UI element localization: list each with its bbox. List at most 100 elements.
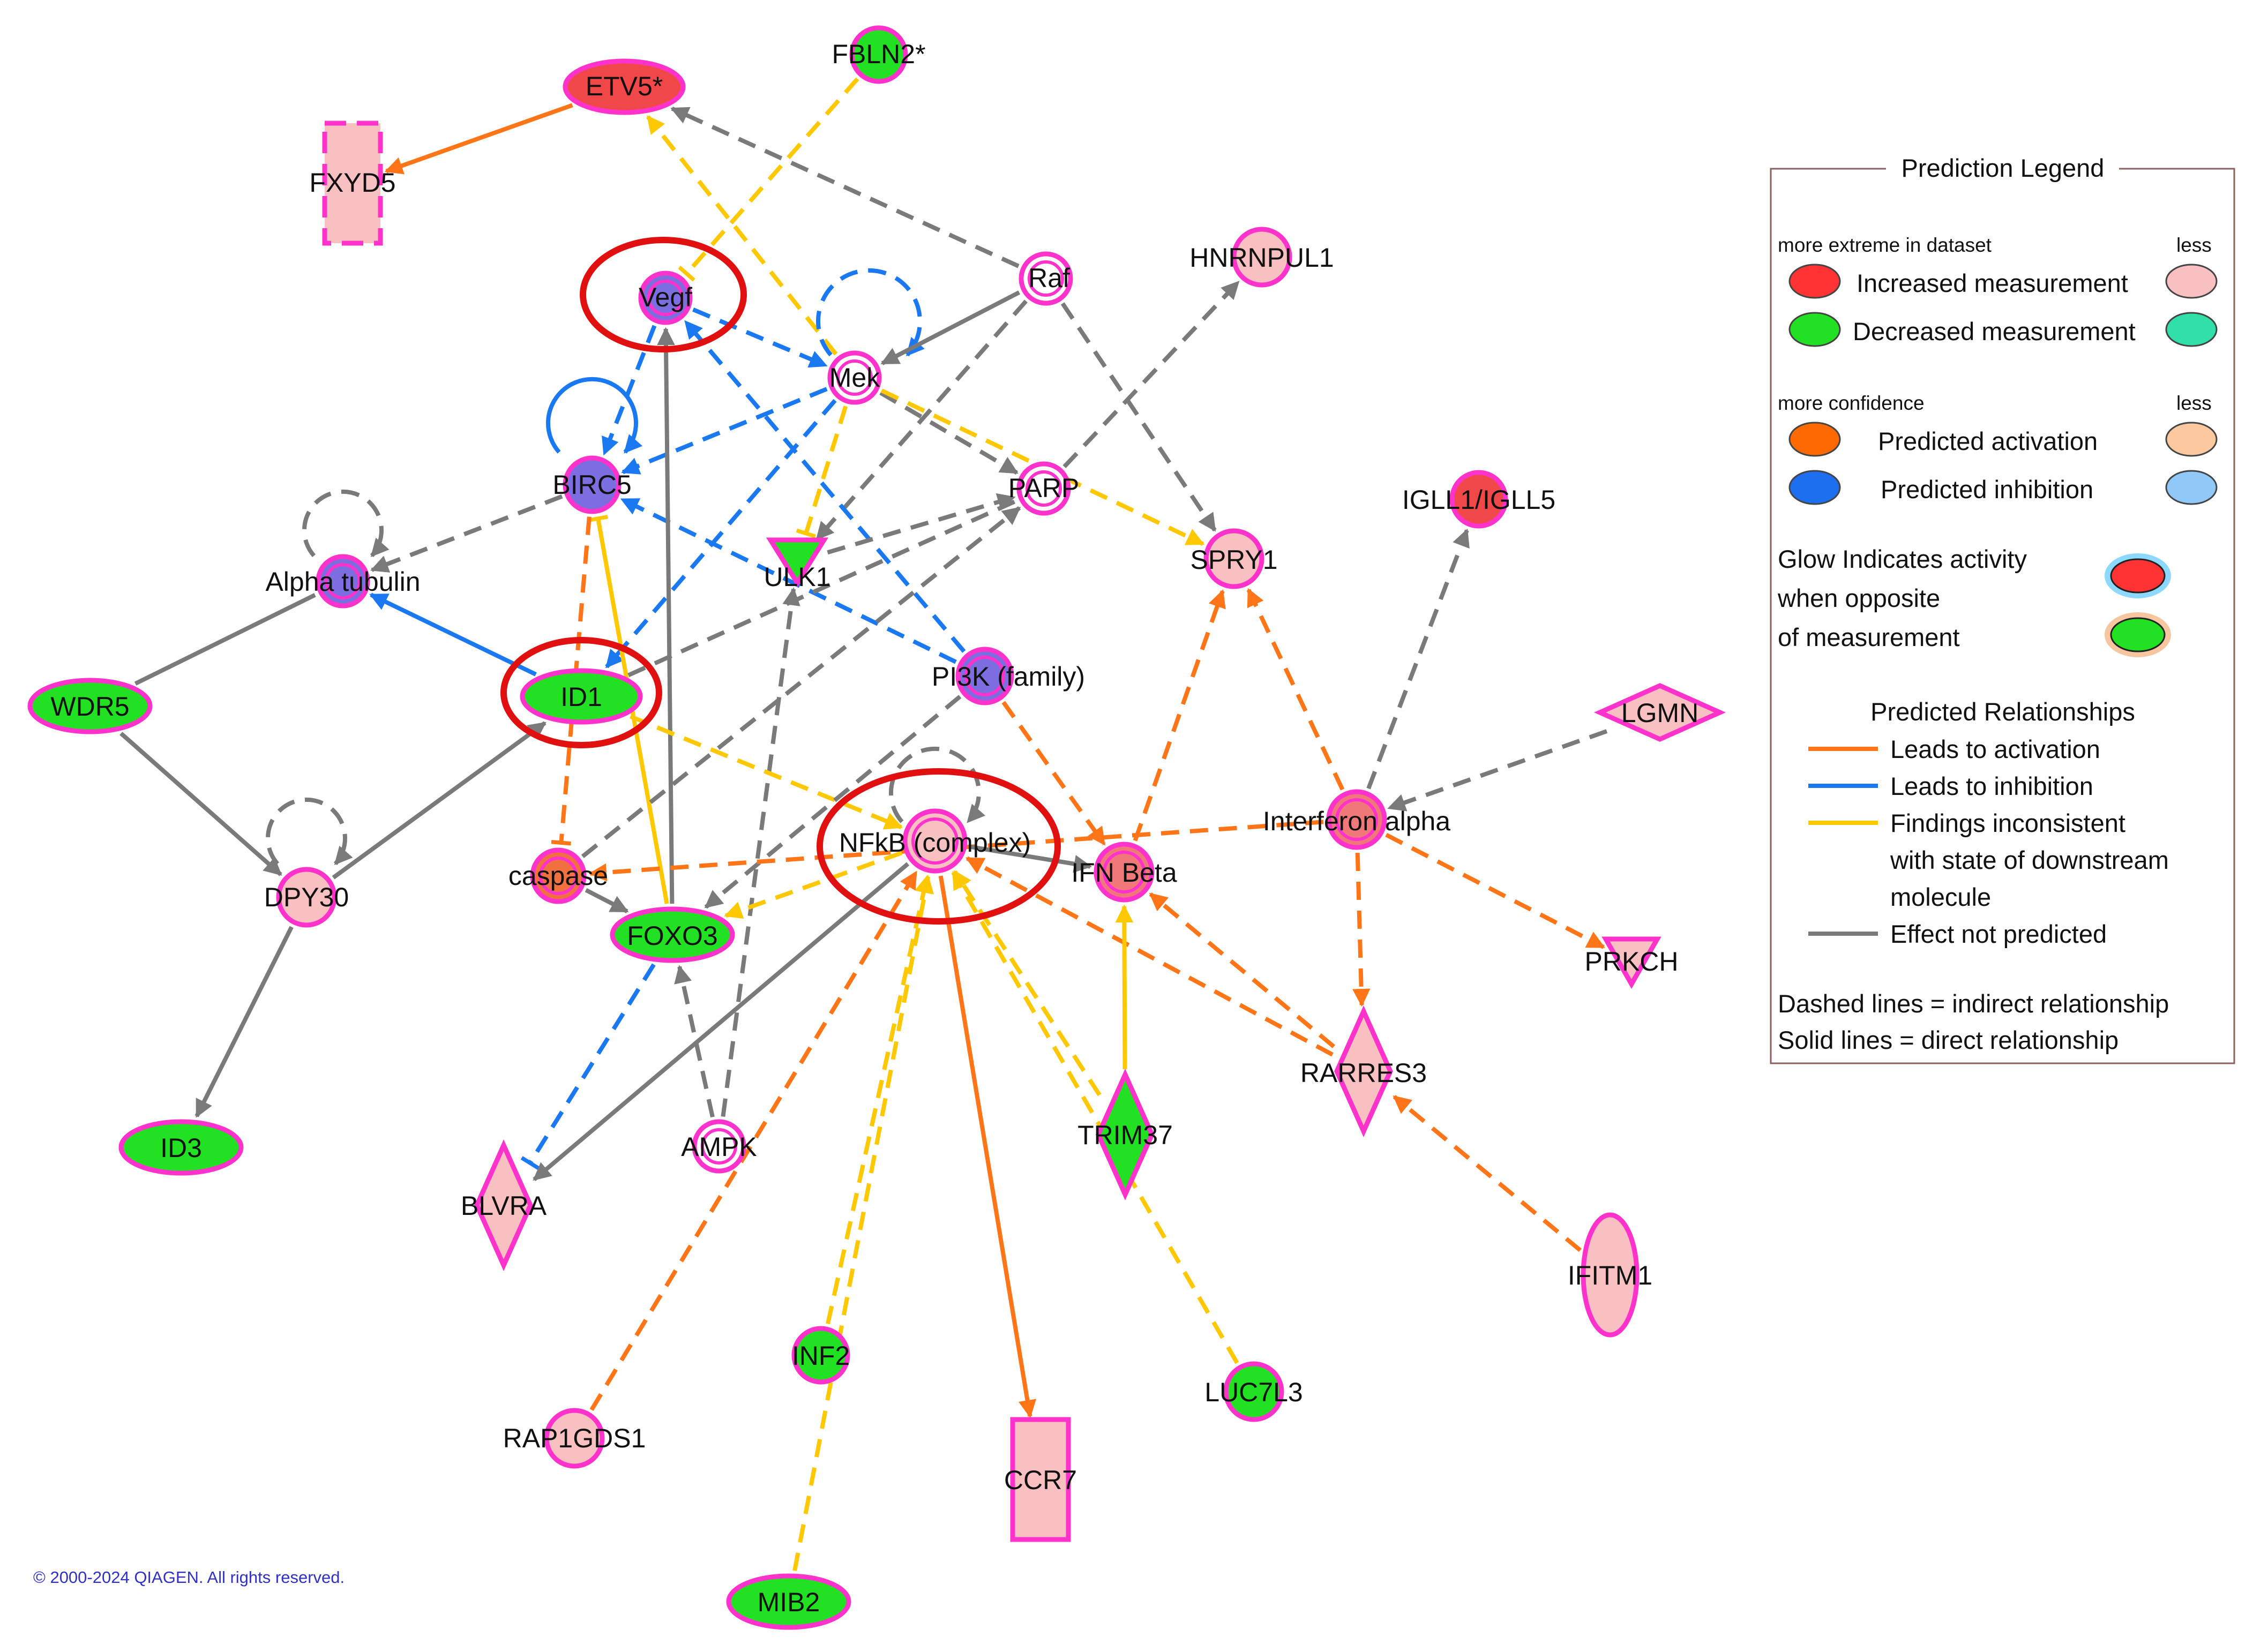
edge-rarres3-to-nfkb: [965, 856, 1334, 1057]
node-id1[interactable]: ID1: [520, 668, 643, 725]
edge-nfkb-to-ccr7: [938, 875, 1037, 1418]
legend-confidence-less: less: [2176, 392, 2212, 414]
node-mek[interactable]: Mek: [827, 350, 882, 405]
node-ulk1[interactable]: ULK1: [764, 537, 831, 592]
node-shape-hnrnpul1: [1231, 227, 1292, 288]
legend-increased-strong-swatch: [1788, 264, 1841, 299]
node-inner-ring-alphatubulin: [325, 563, 361, 599]
node-wdr5[interactable]: WDR5: [27, 678, 153, 734]
legend-rel-inhibition: Leads to inhibition: [1890, 772, 2093, 800]
edge-mib2-to-nfkb: [792, 875, 934, 1571]
legend-glow-red-swatch: [2110, 558, 2166, 594]
node-label-mek: Mek: [829, 363, 880, 393]
node-shape-lgmn: [1593, 683, 1726, 742]
node-label-etv5: ETV5*: [586, 71, 663, 101]
node-label-alphatubulin: Alpha tubulin: [265, 567, 420, 597]
node-fxyd5[interactable]: FXYD5: [309, 121, 396, 246]
node-rarres3[interactable]: RARRES3: [1300, 1005, 1427, 1138]
node-fbln2[interactable]: FBLN2*: [832, 25, 926, 84]
legend-relationships-title: Predicted Relationships: [1870, 697, 2135, 726]
edge-mek-to-birc5: [621, 387, 828, 475]
legend-activation-weak-swatch: [2165, 422, 2218, 457]
edges-layer: [119, 77, 1608, 1571]
node-id3[interactable]: ID3: [118, 1119, 244, 1176]
edge-ifitm1-to-rarres3: [1393, 1095, 1582, 1252]
node-prkch[interactable]: PRKCH: [1584, 936, 1679, 989]
node-inf2[interactable]: INF2: [791, 1326, 850, 1385]
edge-lgmn-to-interferonalpha: [1387, 729, 1608, 812]
node-pi3k[interactable]: PI3K (family): [932, 647, 1085, 705]
node-label-ccr7: CCR7: [1004, 1465, 1077, 1495]
node-shape-etv5: [563, 58, 686, 115]
edge-wdr5-to-dpy30: [119, 732, 282, 876]
highlight-ring-id1: [500, 637, 662, 748]
node-ifnbeta[interactable]: IFN Beta: [1071, 842, 1177, 903]
node-luc7l3[interactable]: LUC7L3: [1204, 1361, 1303, 1422]
edge-rarres3-to-ifnbeta: [1149, 892, 1336, 1048]
node-raf[interactable]: Raf: [1019, 251, 1073, 306]
legend-inhibition-strong-swatch: [1788, 470, 1841, 505]
node-caspase[interactable]: caspase: [508, 847, 608, 904]
node-lgmn[interactable]: LGMN: [1593, 683, 1726, 742]
node-shape-inf2: [791, 1326, 850, 1385]
edge-fbln2-to-vegf: [678, 77, 859, 282]
node-shape-rap1gds1: [544, 1408, 605, 1469]
node-label-blvra: BLVRA: [461, 1191, 547, 1221]
edge-ifnbeta-to-spry1: [1133, 589, 1226, 842]
node-hnrnpul1[interactable]: HNRNPUL1: [1189, 227, 1334, 288]
node-vegf[interactable]: Vegf: [638, 271, 693, 325]
node-trim37[interactable]: TRIM37: [1077, 1068, 1173, 1201]
legend-confidence-header: more confidence: [1778, 392, 1925, 414]
edge-id1-to-nfkb: [630, 714, 903, 830]
edge-birc5-to-birc5-self-loop: [546, 377, 643, 454]
node-label-fxyd5: FXYD5: [309, 168, 395, 198]
node-shape-id3: [118, 1119, 244, 1176]
node-label-ampk: AMPK: [681, 1132, 757, 1162]
node-shape-foxo3: [610, 906, 735, 963]
node-foxo3[interactable]: FOXO3: [610, 906, 735, 963]
legend-increased-label: Increased measurement: [1857, 269, 2128, 297]
node-label-id3: ID3: [160, 1133, 202, 1163]
edge-pi3k-to-birc5: [620, 497, 957, 664]
node-ccr7[interactable]: CCR7: [1004, 1417, 1077, 1542]
legend-activation-label: Predicted activation: [1878, 427, 2098, 455]
edge-caspase-to-foxo3: [585, 888, 629, 913]
legend-glow-line2: when opposite: [1777, 584, 1940, 612]
edge-nfkb-to-ifnbeta: [969, 844, 1092, 873]
edge-birc5-to-caspase: [551, 516, 592, 846]
edge-interferonalpha-to-spry1: [1246, 588, 1345, 791]
node-label-id1: ID1: [560, 682, 602, 712]
node-ampk[interactable]: AMPK: [681, 1119, 757, 1174]
legend-glow-green-swatch: [2110, 617, 2166, 652]
node-interferonalpha[interactable]: Interferon alpha: [1263, 789, 1450, 850]
node-blvra[interactable]: BLVRA: [461, 1139, 547, 1272]
copyright-notice: © 2000-2024 QIAGEN. All rights reserved.: [33, 1568, 345, 1587]
node-etv5[interactable]: ETV5*: [563, 58, 686, 115]
node-label-luc7l3: LUC7L3: [1204, 1377, 1303, 1407]
legend-glow-line1: Glow Indicates activity: [1778, 545, 2027, 573]
node-rap1gds1[interactable]: RAP1GDS1: [503, 1408, 646, 1469]
node-label-raf: Raf: [1028, 263, 1070, 293]
node-inner-ring-ifnbeta: [1103, 851, 1146, 893]
prediction-legend: Prediction Legend more extreme in datase…: [1770, 153, 2235, 1064]
node-dpy30[interactable]: DPY30: [264, 867, 349, 928]
node-shape-trim37: [1096, 1068, 1155, 1201]
node-spry1[interactable]: SPRY1: [1190, 528, 1278, 589]
node-parp[interactable]: PARP: [1008, 461, 1079, 516]
node-inner-ring-interferonalpha: [1335, 798, 1378, 841]
node-igll1[interactable]: IGLL1/IGLL5: [1402, 470, 1555, 529]
node-birc5[interactable]: BIRC5: [552, 455, 632, 514]
node-shape-prkch: [1601, 936, 1661, 989]
node-shape-mib2: [726, 1573, 851, 1630]
node-label-pi3k: PI3K (family): [932, 662, 1085, 692]
edge-caspase-to-parp: [581, 506, 1021, 858]
node-alphatubulin[interactable]: Alpha tubulin: [265, 554, 421, 609]
node-mib2[interactable]: MIB2: [726, 1573, 851, 1630]
edge-rap1gds1-to-nfkb: [589, 870, 918, 1411]
node-nfkb[interactable]: NFkB (complex): [839, 808, 1031, 874]
node-shape-fbln2: [849, 25, 908, 84]
node-shape-luc7l3: [1223, 1361, 1284, 1422]
edge-pi3k-to-ifnbeta: [1001, 701, 1106, 846]
node-ifitm1[interactable]: IFITM1: [1568, 1212, 1652, 1338]
